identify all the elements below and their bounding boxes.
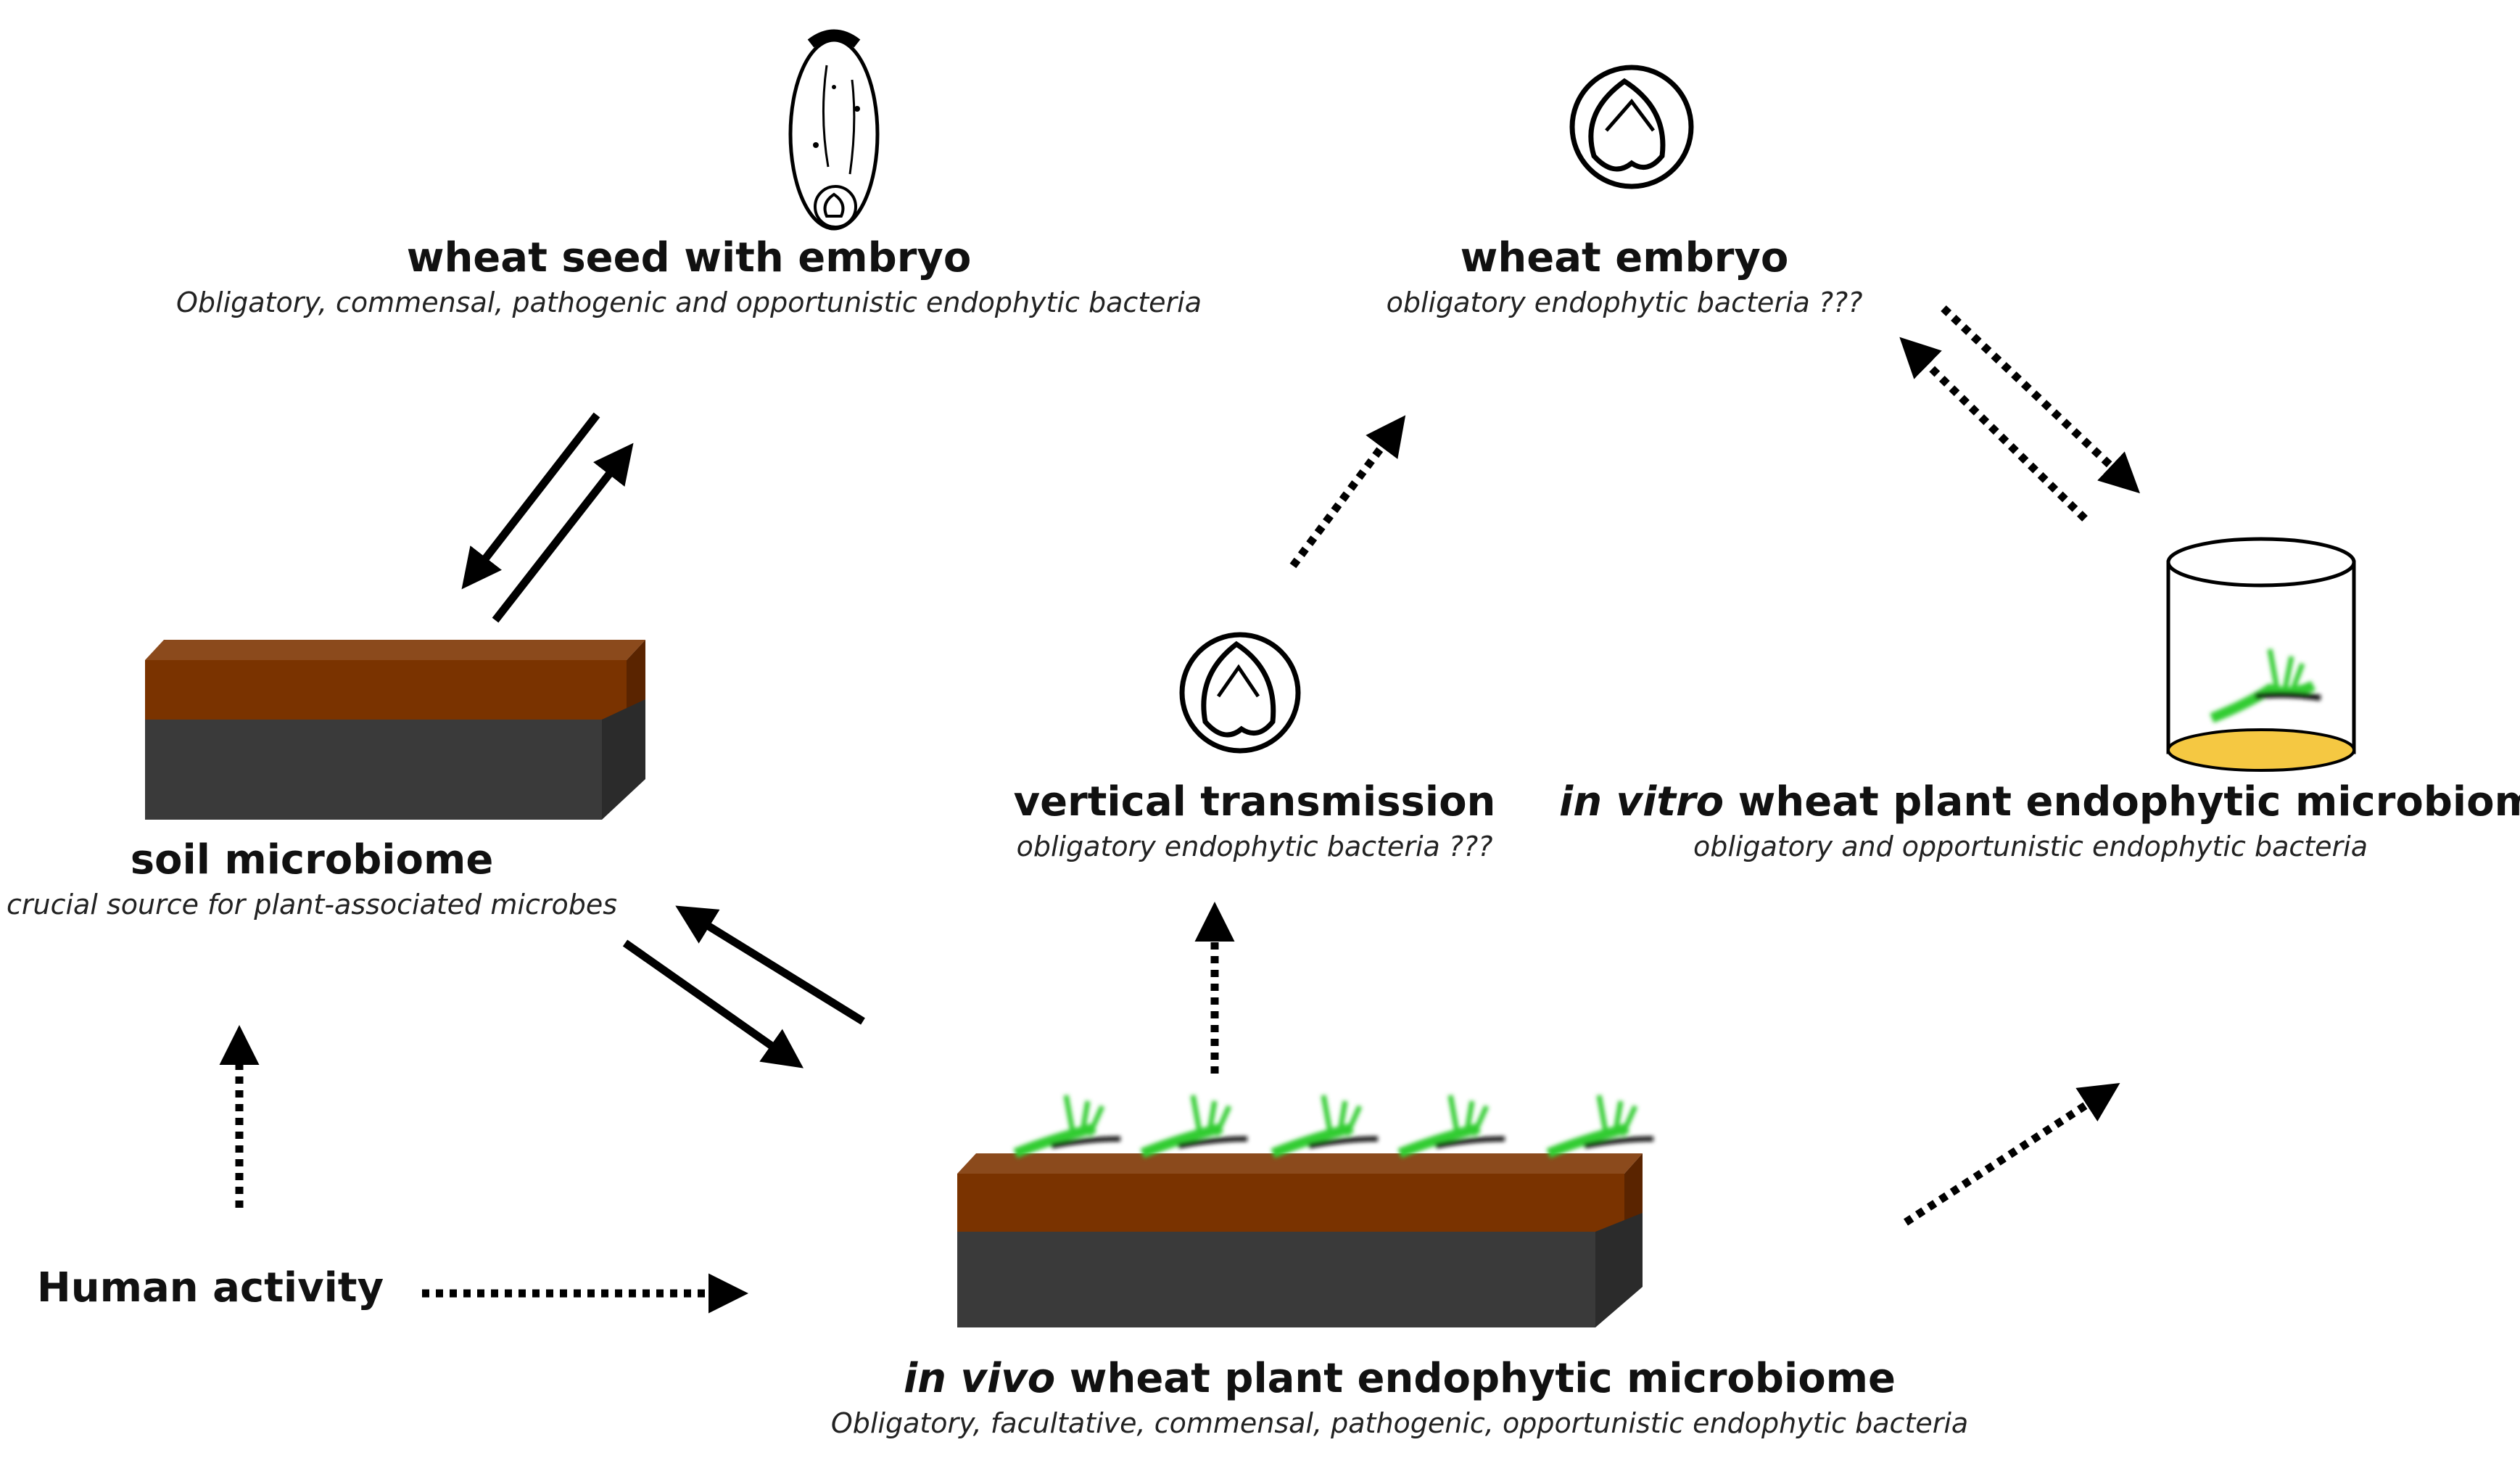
seed-icon [788, 29, 880, 231]
arrow-embryo-to-invitro [1941, 305, 2141, 494]
in-vitro-title-italic: in vitro [1559, 778, 1724, 825]
arrow-soil-to-invivo [622, 939, 804, 1068]
wheat-seed-label: wheat seed with embryo Obligatory, comme… [109, 236, 1269, 321]
in-vivo-title: in vivo wheat plant endophytic microbiom… [682, 1356, 2118, 1401]
wheat-seed-subtitle: Obligatory, commensal, pathogenic and op… [176, 286, 1202, 318]
in-vitro-title: in vitro wheat plant endophytic microbio… [1559, 778, 2520, 825]
soil-block-icon [145, 640, 645, 820]
test-tube-icon [2166, 537, 2356, 772]
embryo-icon [1569, 65, 1694, 189]
in-vitro-title-rest: wheat plant endophytic microbiome [1724, 778, 2520, 825]
arrow-invivo-to-soil [675, 905, 865, 1025]
vertical-transmission-title: vertical transmission [1013, 778, 1496, 825]
soil-microbiome-subtitle: crucial source for plant-associated micr… [6, 888, 618, 921]
in-vitro-subtitle: obligatory and opportunistic endophytic … [1693, 830, 2368, 862]
wheat-seed-title: wheat seed with embryo [406, 234, 972, 281]
arrow-invivo-to-invitro [1904, 1083, 2120, 1226]
arrow-seed-to-soil [461, 412, 600, 590]
wheat-embryo-label: wheat embryo obligatory endophytic bacte… [1262, 236, 1987, 321]
wheat-embryo-title: wheat embryo [1460, 234, 1789, 281]
arrow-invitro-to-embryo [1899, 337, 2088, 522]
arrow-soil-to-seed [492, 442, 634, 623]
soil-microbiome-label: soil microbiome crucial source for plant… [0, 838, 624, 923]
human-activity-label: Human activity [29, 1266, 392, 1311]
in-vivo-subtitle: Obligatory, facultative, commensal, path… [830, 1407, 1969, 1439]
in-vivo-label: in vivo wheat plant endophytic microbiom… [682, 1356, 2118, 1441]
soil-microbiome-title: soil microbiome [130, 836, 494, 884]
arrow-vertical-to-embryo [1289, 415, 1406, 569]
in-vivo-title-italic: in vivo [903, 1355, 1056, 1402]
human-activity-title: Human activity [36, 1264, 384, 1311]
seedling-icon [1140, 1095, 1248, 1158]
vertical-transmission-subtitle: obligatory endophytic bacteria ??? [1016, 830, 1493, 862]
embryo-icon-vertical [1179, 632, 1301, 754]
wheat-embryo-subtitle: obligatory endophytic bacteria ??? [1386, 286, 1863, 318]
in-vitro-label: in vitro wheat plant endophytic microbio… [1559, 778, 2520, 865]
vertical-transmission-label: vertical transmission obligatory endophy… [957, 780, 1552, 865]
in-vivo-title-rest: wheat plant endophytic microbiome [1055, 1355, 1896, 1402]
plant-pot-icon [957, 1095, 1654, 1327]
seedling-icon [1271, 1095, 1379, 1158]
seedling-icon [1397, 1095, 1505, 1158]
seedling-icon [1013, 1095, 1121, 1158]
seedling-icon [1546, 1095, 1654, 1158]
